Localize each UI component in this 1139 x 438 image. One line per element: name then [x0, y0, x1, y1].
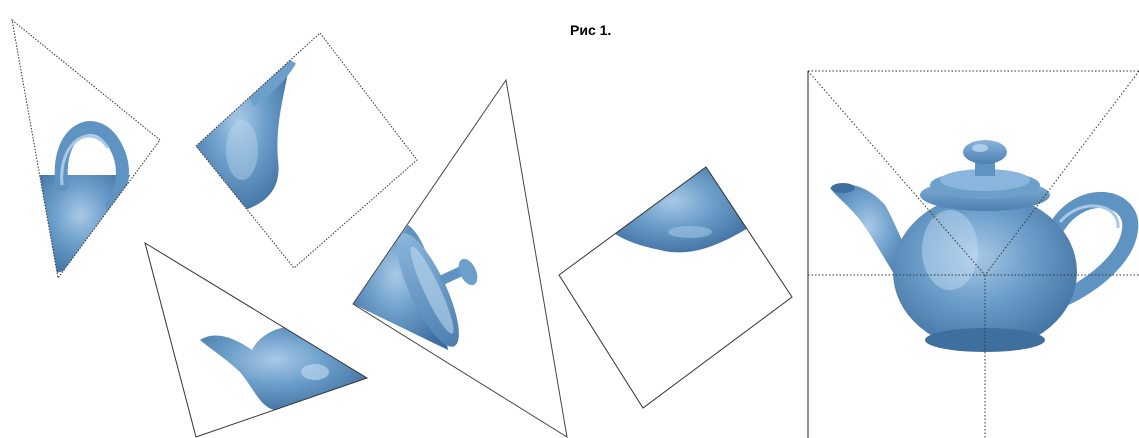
fragment-triangle-handle [11, 18, 161, 280]
fragment-square-spout [195, 32, 418, 269]
assembly-guides [807, 70, 1139, 438]
fragment-square-base [558, 166, 793, 409]
fragment-triangle-spout [144, 241, 369, 438]
fragment-triangle-lid [352, 78, 568, 438]
figure-caption: Рис 1. [570, 22, 612, 38]
assembled-teapot [830, 140, 1139, 352]
